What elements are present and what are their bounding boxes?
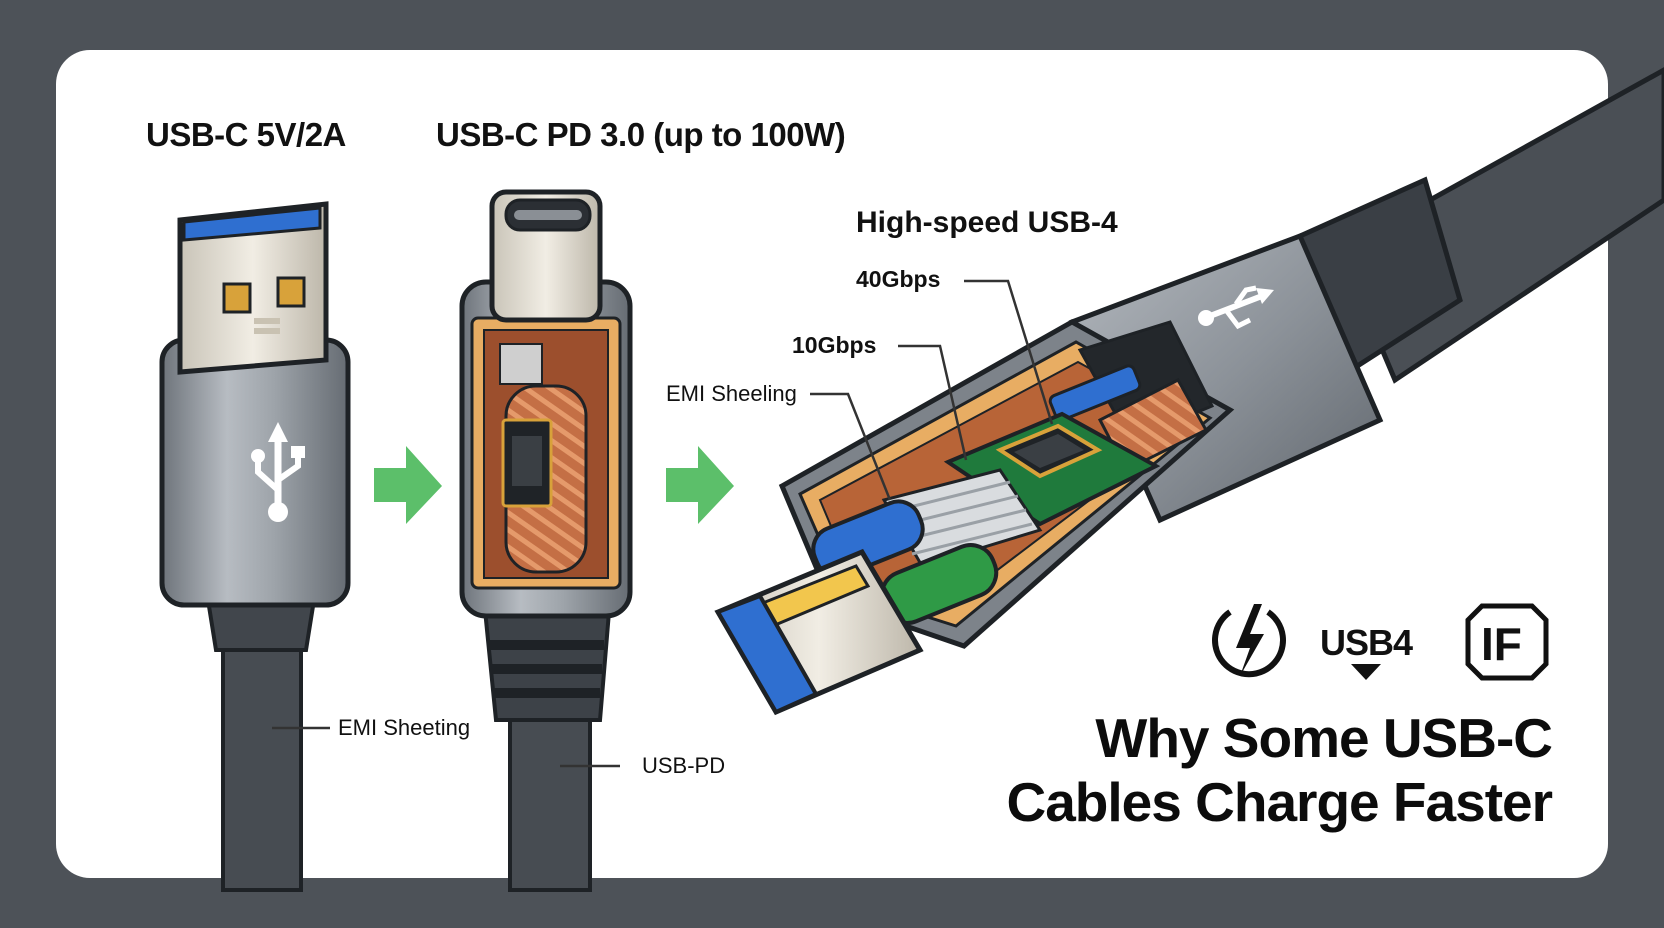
left-cable [159,201,351,892]
left-plug-blue-tongue [182,206,322,242]
usb-trident-icon [1198,285,1274,330]
left-plug-metal [177,201,329,375]
callout-40gbps [964,279,1054,425]
emi-left-label: EMI Sheeting [338,715,471,740]
middle-cable [459,189,633,892]
right-blue-sleeve [811,499,925,579]
lightning-icon [1212,604,1286,678]
left-contact [276,276,306,308]
right-connector-label: High-speed USB-4 [856,206,1118,239]
if-logo-text: IF [1481,618,1522,670]
arrow-right-icon [374,446,442,524]
right-cable [714,67,1664,716]
right-plug-blue [715,593,819,715]
usb4-logo-icon [1351,664,1381,680]
usb4-logo-text: USB4 [1320,622,1413,663]
callout-emi-right [810,392,892,501]
emi-right-label: EMI Sheeling [666,381,797,406]
usb-trident-icon [251,422,305,522]
usb-pd-label: USB-PD [642,753,726,778]
callout-10gbps [898,344,968,461]
arrow-right-icon [666,446,734,524]
middle-connector-label: USB-C PD 3.0 (up to 100W) [436,116,846,153]
speed-10-label: 10Gbps [792,332,877,358]
title-line-2: Cables Charge Faster [1006,771,1553,833]
page-title: Why Some USB-C Cables Charge Faster [1007,706,1553,834]
title-line-1: Why Some USB-C [1095,707,1553,769]
left-contact [222,282,252,314]
callout-lines [272,279,1054,768]
speed-40-label: 40Gbps [856,266,941,292]
left-connector-label: USB-C 5V/2A [146,116,346,153]
usb-if-logo-icon [1465,603,1549,681]
left-cable-wire [221,628,303,892]
